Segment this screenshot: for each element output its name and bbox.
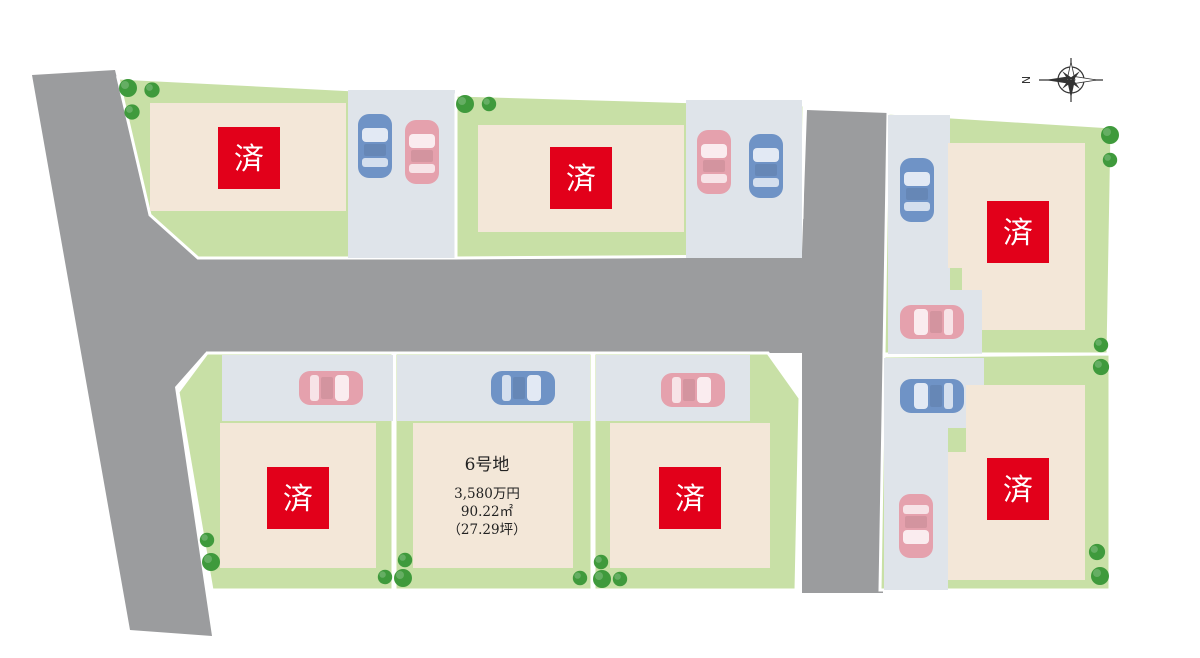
lot-6-area-tsubo: （27.29坪） (447, 522, 526, 538)
lot-top-left[interactable] (116, 76, 457, 260)
lot-bottom-right[interactable] (592, 351, 802, 592)
sold-badge-bottom-right: 済 (659, 467, 721, 529)
sold-badge-top-middle: 済 (550, 147, 612, 209)
sold-badge-right-lower: 済 (987, 458, 1049, 520)
car-pink (900, 305, 964, 339)
car-pink (299, 371, 363, 405)
compass-rose: N (1020, 58, 1103, 102)
svg-text:済: 済 (1003, 473, 1033, 508)
svg-text:済: 済 (566, 162, 596, 197)
house-lot-6 (413, 423, 573, 568)
lot-6-price: 3,580万円 (454, 486, 520, 502)
car-pink (899, 494, 933, 558)
lot-6[interactable] (393, 351, 594, 592)
car-pink (697, 130, 731, 194)
car-blue (900, 158, 934, 222)
car-pink (405, 120, 439, 184)
lot-6-info: 6号地 3,580万円 90.22㎡ （27.29坪） (447, 455, 526, 538)
car-blue (358, 114, 392, 178)
car-pink (661, 373, 725, 407)
sold-badge-bottom-left: 済 (267, 467, 329, 529)
compass-north-label: N (1020, 76, 1033, 84)
car-blue (491, 371, 555, 405)
sold-badge-top-left: 済 (218, 127, 280, 189)
svg-text:済: 済 (1003, 216, 1033, 251)
car-blue (900, 379, 964, 413)
svg-text:済: 済 (234, 142, 264, 177)
svg-text:済: 済 (675, 482, 705, 517)
sold-badge-right-upper: 済 (987, 201, 1049, 263)
lot-6-name: 6号地 (465, 455, 510, 475)
car-blue (749, 134, 783, 198)
svg-text:済: 済 (283, 482, 313, 517)
lot-6-area-sqm: 90.22㎡ (461, 504, 514, 520)
